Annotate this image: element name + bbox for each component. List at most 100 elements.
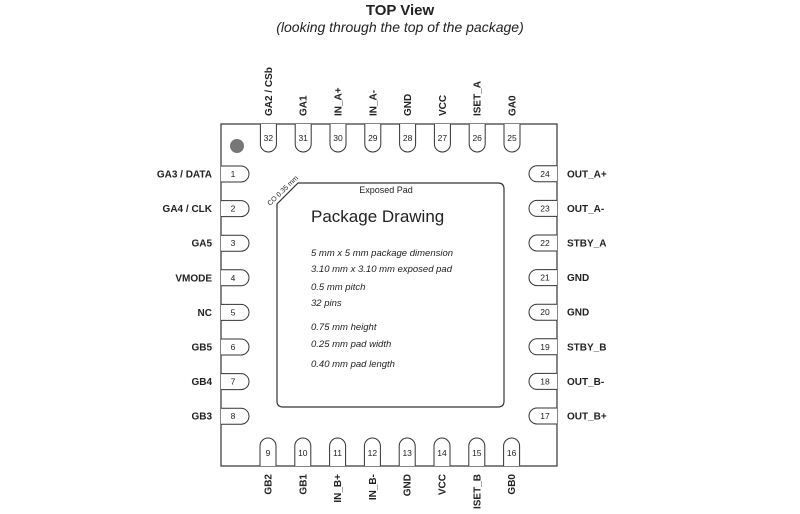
- pin-name: GA5: [191, 239, 212, 250]
- pin-number: 31: [298, 133, 308, 143]
- pin-pad: [528, 199, 557, 217]
- pin-pad: [294, 437, 312, 466]
- pin-name: GB2: [264, 474, 275, 495]
- pin-pad: [528, 338, 557, 356]
- pin-pad: [363, 437, 381, 466]
- pin-pad: [329, 124, 347, 153]
- package-drawing-title: Package Drawing: [311, 207, 444, 226]
- pin-name: GND: [403, 474, 414, 496]
- pin-number: 23: [540, 203, 550, 213]
- pin-pad: [221, 165, 250, 183]
- pin-number: 14: [437, 448, 447, 458]
- pin-pad: [528, 372, 557, 390]
- pin-number: 22: [540, 238, 550, 248]
- pin-name: GA1: [299, 95, 310, 116]
- pin-name: NC: [198, 308, 212, 319]
- pin-number: 32: [264, 133, 274, 143]
- pin-name: VCC: [438, 474, 449, 495]
- pin-number: 8: [231, 411, 236, 421]
- pin-name: OUT_B-: [567, 377, 604, 388]
- pin-32: 32 GA2 / CSb: [259, 67, 277, 153]
- pin-pad: [503, 437, 521, 466]
- pin-name: IN_A-: [368, 90, 379, 116]
- spec-line: 0.75 mm height: [311, 322, 377, 333]
- pin-name: GB1: [298, 474, 309, 495]
- pin-name: GB3: [191, 412, 212, 423]
- pin-number: 1: [231, 169, 236, 179]
- pin-name: GND: [403, 94, 414, 116]
- pin-pad: [528, 165, 557, 183]
- pin-1: 1 GA3 / DATA: [157, 165, 250, 183]
- bottom-pin-row: 9GB210GB111IN_B+12IN_B-13GND14VCC15ISET_…: [259, 437, 521, 509]
- pin-pad: [221, 338, 250, 356]
- pin-name: GND: [567, 273, 589, 284]
- pin-27: 27 VCC: [433, 95, 451, 153]
- spec-line: 3.10 mm x 3.10 mm exposed pad: [311, 264, 453, 275]
- pin-pad: [528, 303, 557, 321]
- pin-number: 25: [507, 133, 517, 143]
- exposed-pad-label: Exposed Pad: [359, 185, 413, 195]
- pin-pad: [221, 303, 250, 321]
- pin-25: 25 GA0: [503, 95, 521, 153]
- pin-pad: [528, 407, 557, 425]
- pin-number: 13: [402, 448, 412, 458]
- pin-number: 30: [333, 133, 343, 143]
- pin-pad: [259, 437, 277, 466]
- pin-pad: [221, 373, 250, 391]
- pin-name: ISET_B: [472, 474, 483, 509]
- pin-number: 26: [472, 133, 482, 143]
- spec-line: 32 pins: [311, 298, 342, 309]
- spec-list: 5 mm x 5 mm package dimension 3.10 mm x 3…: [311, 248, 453, 370]
- pin-pad: [528, 234, 557, 252]
- pin-number: 9: [266, 448, 271, 458]
- pin-pad: [433, 124, 451, 153]
- pin-name: OUT_A-: [567, 204, 604, 215]
- pin-28: 28 GND: [399, 94, 417, 153]
- pin-8: 8 GB3: [191, 407, 250, 425]
- pin-name: GB0: [507, 474, 518, 495]
- top-pin-row: 25GA026ISET_A27VCC28GND29IN_A-30IN_A+31G…: [259, 67, 521, 153]
- pin-number: 3: [231, 238, 236, 248]
- spec-line: 0.40 mm pad length: [311, 359, 395, 370]
- spec-line: 5 mm x 5 mm package dimension: [311, 248, 453, 259]
- pin-number: 28: [403, 133, 413, 143]
- exposed-pad-outline: [276, 182, 505, 408]
- pin-pad: [528, 269, 557, 287]
- pin-name: GA3 / DATA: [157, 170, 212, 181]
- pin-number: 2: [231, 204, 236, 214]
- pin-number: 4: [231, 273, 236, 283]
- pin-pad: [468, 437, 486, 466]
- pin-name: GA0: [508, 95, 519, 116]
- pin-name: IN_A+: [334, 87, 345, 116]
- pin-number: 5: [231, 307, 236, 317]
- pin-name: GND: [567, 308, 589, 319]
- pin-pad: [398, 437, 416, 466]
- pin-pad: [294, 124, 312, 153]
- pin-name: VCC: [438, 95, 449, 116]
- pin-number: 27: [438, 133, 448, 143]
- view-subtitle: (looking through the top of the package): [276, 19, 524, 35]
- pin-name: OUT_B+: [567, 412, 607, 423]
- pin-3: 3 GA5: [191, 234, 250, 252]
- pin-pad: [329, 437, 347, 466]
- pin-name: GA2 / CSb: [264, 67, 275, 116]
- pin-number: 12: [368, 448, 378, 458]
